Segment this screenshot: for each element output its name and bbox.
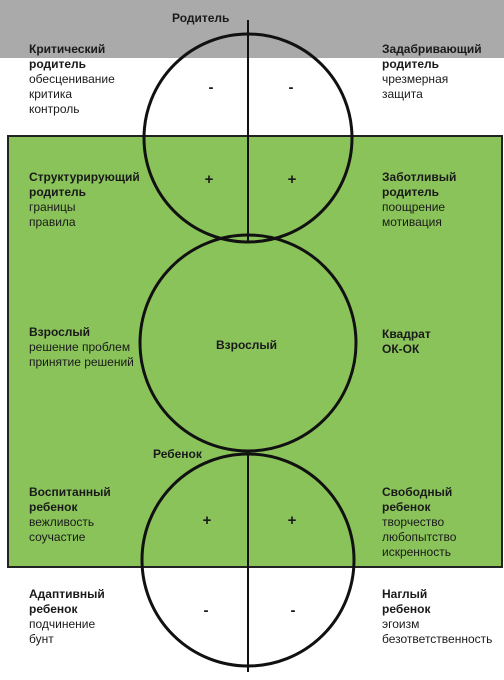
adaptive-child-title-1: Адаптивный — [29, 587, 105, 601]
sign-parent-bottom-left: + — [204, 171, 214, 188]
label-adaptive-child: Адаптивный ребенок подчинение бунт — [29, 587, 105, 647]
structuring-parent-line-1: границы — [29, 200, 76, 214]
label-adult: Взрослый решение проблем принятие решени… — [29, 325, 134, 370]
label-pampering-parent: Задабривающий родитель чрезмерная защита — [382, 42, 482, 102]
free-child-line-2: любопытство — [382, 530, 457, 544]
label-well-bred-child: Воспитанный ребенок вежливость соучастие — [29, 485, 111, 545]
sign-child-bottom-left: - — [203, 602, 209, 619]
sign-parent-top-left: - — [208, 79, 214, 96]
free-child-title-2: ребенок — [382, 500, 431, 514]
pampering-parent-line-1: чрезмерная — [382, 72, 449, 86]
label-ok-square: Квадрат ОК-ОК — [382, 327, 431, 357]
critical-parent-title-1: Критический — [29, 42, 106, 56]
well-bred-child-line-1: вежливость — [29, 515, 95, 529]
structuring-parent-line-2: правила — [29, 215, 76, 229]
structuring-parent-title-2: родитель — [29, 185, 87, 199]
critical-parent-line-3: контроль — [29, 102, 80, 116]
well-bred-child-title-1: Воспитанный — [29, 485, 111, 499]
insolent-child-title-1: Наглый — [382, 587, 428, 601]
pampering-parent-title-1: Задабривающий — [382, 42, 482, 56]
critical-parent-title-2: родитель — [29, 57, 87, 71]
ok-square-title-1: Квадрат — [382, 327, 431, 341]
adaptive-child-line-2: бунт — [29, 632, 54, 646]
free-child-title-1: Свободный — [382, 485, 453, 499]
well-bred-child-title-2: ребенок — [29, 500, 78, 514]
ok-square-title-2: ОК-ОК — [382, 342, 420, 356]
caring-parent-line-2: мотивация — [382, 215, 442, 229]
sign-child-top-left: + — [202, 512, 212, 529]
adult-line-1: решение проблем — [29, 340, 131, 354]
adult-circle-label: Взрослый — [216, 338, 278, 352]
insolent-child-line-2: безответственность — [382, 632, 493, 646]
caring-parent-line-1: поощрение — [382, 200, 446, 214]
caring-parent-title-1: Заботливый — [382, 170, 457, 184]
adaptive-child-line-1: подчинение — [29, 617, 96, 631]
adaptive-child-title-2: ребенок — [29, 602, 78, 616]
caring-parent-title-2: родитель — [382, 185, 440, 199]
adult-line-2: принятие решений — [29, 355, 134, 369]
free-child-line-1: творчество — [382, 515, 445, 529]
label-critical-parent: Критический родитель обесценивание крити… — [29, 42, 115, 117]
sign-child-bottom-right: - — [290, 602, 296, 619]
sign-parent-top-right: - — [288, 79, 294, 96]
critical-parent-line-2: критика — [29, 87, 73, 101]
sign-parent-bottom-right: + — [287, 171, 297, 188]
label-insolent-child: Наглый ребенок эгоизм безответственность — [382, 587, 492, 647]
insolent-child-line-1: эгоизм — [382, 617, 420, 631]
green-ok-zone — [7, 135, 503, 568]
adult-title: Взрослый — [29, 325, 91, 339]
well-bred-child-line-2: соучастие — [29, 530, 86, 544]
free-child-line-3: искренность — [382, 545, 451, 559]
parent-circle-label: Родитель — [172, 11, 230, 25]
label-caring-parent: Заботливый родитель поощрение мотивация — [382, 170, 456, 230]
top-gray-band — [0, 0, 504, 58]
structuring-parent-title-1: Структурирующий — [29, 170, 140, 184]
label-free-child: Свободный ребенок творчество любопытство… — [382, 485, 456, 560]
sign-child-top-right: + — [287, 512, 297, 529]
label-structuring-parent: Структурирующий родитель границы правила — [29, 170, 140, 230]
pampering-parent-title-2: родитель — [382, 57, 440, 71]
critical-parent-line-1: обесценивание — [29, 72, 115, 86]
insolent-child-title-2: ребенок — [382, 602, 431, 616]
pampering-parent-line-2: защита — [382, 87, 423, 101]
child-circle-label: Ребенок — [153, 447, 202, 461]
